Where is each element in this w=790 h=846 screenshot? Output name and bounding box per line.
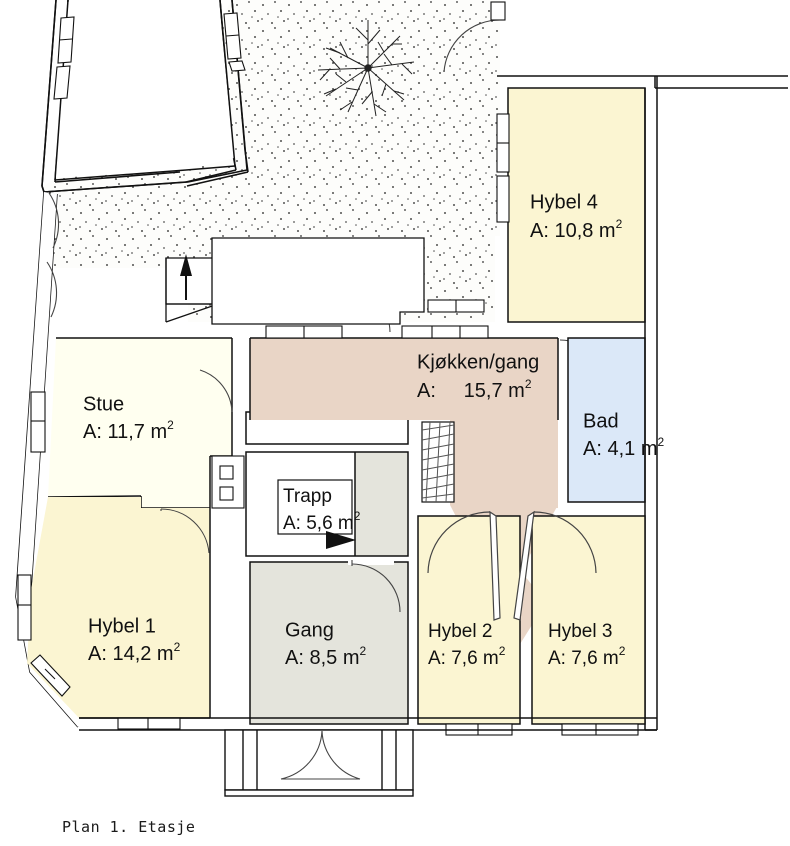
label-hybel4-area: A: 10,8 m2	[530, 217, 623, 242]
stair-hatch-lines	[421, 421, 455, 503]
label-hybel1-area: A: 14,2 m2	[88, 640, 181, 665]
door-entrance-double	[280, 730, 361, 780]
trapp-label-box	[277, 479, 353, 535]
label-trapp-area: A: 5,6 m2	[283, 509, 361, 534]
entrance-vestibule	[224, 729, 414, 797]
label-gang-area: A: 8,5 m2	[285, 644, 366, 669]
room-bad-fill	[568, 338, 645, 502]
label-hybel4-name: Hybel 4	[530, 191, 598, 213]
label-hybel3-area: A: 7,6 m2	[548, 644, 626, 669]
gang-top-door-gap	[348, 557, 394, 565]
label-bad-name: Bad	[583, 410, 619, 432]
label-hybel2-name: Hybel 2	[428, 621, 492, 642]
stair-direction-arrow-up	[180, 254, 192, 300]
room-stue-fill	[48, 338, 232, 508]
door-terrace-top	[443, 19, 501, 73]
window-kjokken-top-left	[265, 325, 343, 339]
window-wing-right-1	[223, 12, 242, 60]
label-trapp-name: Trapp	[283, 486, 332, 507]
upper-left-wing-interior	[56, 2, 234, 178]
trapp-gray-strip	[355, 452, 408, 556]
room-gang-fill	[250, 562, 408, 724]
door-stue-kjokken	[199, 369, 233, 413]
window-wing-left-2	[53, 65, 71, 100]
window-hybel4-left	[496, 113, 510, 223]
label-hybel3-name: Hybel 3	[548, 621, 612, 642]
window-stue	[30, 391, 46, 453]
plan-caption: Plan 1. Etasje	[62, 818, 195, 836]
window-hybel1-corner	[30, 654, 71, 697]
upper-left-wing-outline	[41, 0, 248, 193]
tree-symbol	[317, 20, 415, 117]
window-terrace-block	[427, 299, 485, 313]
door-terrace-upper	[48, 192, 60, 249]
door-kjokken-hybel3	[513, 510, 597, 621]
stair-direction-arrow-right	[326, 531, 356, 549]
exterior-wall-right	[644, 76, 658, 731]
room-hybel3-fill	[532, 516, 645, 724]
room-hybel1-fill	[27, 497, 210, 718]
window-wing-right-2	[228, 60, 246, 72]
door-kjokken-hybel2	[427, 510, 501, 621]
fixture-kitchen-units	[211, 455, 245, 509]
window-wing-left-1	[57, 16, 75, 64]
room-hybel4-fill	[508, 88, 645, 322]
label-stue-name: Stue	[83, 393, 124, 415]
label-kjokken-area: A: 15,7 m2	[417, 377, 532, 402]
label-kjokken-name: Kjøkken/gang	[417, 351, 539, 373]
room-gang-walls	[249, 561, 409, 725]
label-hybel2-area: A: 7,6 m2	[428, 644, 506, 669]
room-labels: Hybel 4 A: 10,8 m2 Kjøkken/gang A: 15,7 …	[83, 191, 664, 669]
door-terrace-lower	[46, 261, 58, 318]
exterior-wall-left-fill	[16, 192, 86, 727]
door-gang-trapp	[351, 560, 401, 613]
window-top-small	[490, 1, 506, 21]
terrace-upper-block	[211, 237, 425, 325]
exterior-wall-top-right	[497, 75, 788, 89]
window-kjokken-top-right	[401, 325, 489, 339]
label-gang-name: Gang	[285, 619, 334, 641]
label-stue-area: A: 11,7 m2	[83, 418, 174, 443]
label-bad-area: A: 4,1 m2	[583, 435, 664, 460]
trapp-block-walls	[245, 451, 409, 557]
door-stue-hybel1	[160, 508, 210, 554]
window-hybel1-left	[17, 574, 32, 641]
label-hybel1-name: Hybel 1	[88, 615, 156, 637]
